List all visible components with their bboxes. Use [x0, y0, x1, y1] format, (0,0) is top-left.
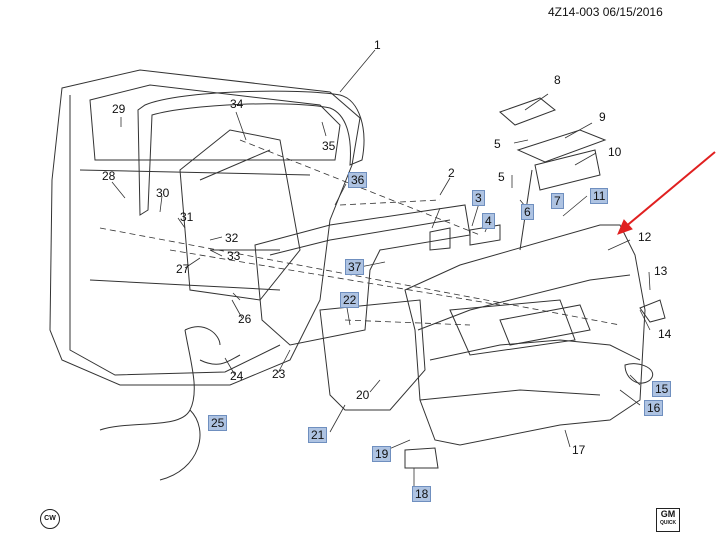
wiring-harness: [99, 326, 241, 481]
door-frame: [49, 69, 361, 386]
callout-17[interactable]: 17: [572, 443, 586, 457]
callout-8[interactable]: 8: [554, 73, 561, 87]
callout-36[interactable]: 36: [348, 172, 368, 188]
gm-logo-text: GM: [660, 509, 676, 519]
callout-14[interactable]: 14: [658, 327, 672, 341]
callout-19[interactable]: 19: [372, 446, 392, 462]
callout-6[interactable]: 6: [521, 204, 534, 220]
red-arrow: [617, 151, 716, 235]
diagram-code: 4Z14-003: [548, 5, 600, 19]
diagram-date: 06/15/2016: [602, 5, 663, 19]
callout-34[interactable]: 34: [230, 97, 244, 111]
switch-bezel: [516, 129, 607, 163]
callout-35[interactable]: 35: [322, 139, 336, 153]
callout-4[interactable]: 4: [482, 213, 495, 229]
callout-11[interactable]: 11: [590, 188, 609, 204]
callout-13[interactable]: 13: [654, 264, 668, 278]
trim-panel: [404, 224, 646, 446]
sound-panel: [319, 299, 426, 411]
door-frame-inner: [89, 84, 341, 161]
switch-module: [534, 149, 601, 191]
callout-3[interactable]: 3: [472, 190, 485, 206]
callout-28[interactable]: 28: [102, 169, 116, 183]
callout-33[interactable]: 33: [227, 249, 241, 263]
callout-2[interactable]: 2: [448, 166, 455, 180]
callout-21[interactable]: 21: [308, 427, 328, 443]
callout-18[interactable]: 18: [412, 486, 432, 502]
callout-15[interactable]: 15: [652, 381, 672, 397]
callout-32[interactable]: 32: [225, 231, 239, 245]
callout-10[interactable]: 10: [608, 145, 622, 159]
callout-23[interactable]: 23: [272, 367, 286, 381]
callout-5-lower[interactable]: 5: [498, 170, 505, 184]
callout-5-upper[interactable]: 5: [494, 137, 501, 151]
cw-logo: CW: [40, 509, 60, 529]
diagram-header: 4Z14-003 06/15/2016: [548, 5, 663, 19]
callout-7[interactable]: 7: [551, 193, 564, 209]
switch-cover: [499, 97, 556, 126]
callout-37[interactable]: 37: [345, 259, 365, 275]
callout-27[interactable]: 27: [176, 262, 190, 276]
callout-20[interactable]: 20: [356, 388, 370, 402]
callout-9[interactable]: 9: [599, 110, 606, 124]
callout-12[interactable]: 12: [638, 230, 652, 244]
callout-22[interactable]: 22: [340, 292, 360, 308]
callout-25[interactable]: 25: [208, 415, 228, 431]
callout-24[interactable]: 24: [230, 369, 244, 383]
window-molding: [137, 90, 365, 216]
callout-30[interactable]: 30: [156, 186, 170, 200]
callout-31[interactable]: 31: [180, 210, 194, 224]
callout-26[interactable]: 26: [238, 312, 252, 326]
gm-logo-subtext: QUICK: [659, 520, 677, 526]
gm-logo: GM QUICK: [656, 508, 680, 532]
callout-29[interactable]: 29: [112, 102, 126, 116]
callout-1[interactable]: 1: [374, 38, 381, 52]
armrest: [499, 304, 591, 346]
callout-16[interactable]: 16: [644, 400, 664, 416]
